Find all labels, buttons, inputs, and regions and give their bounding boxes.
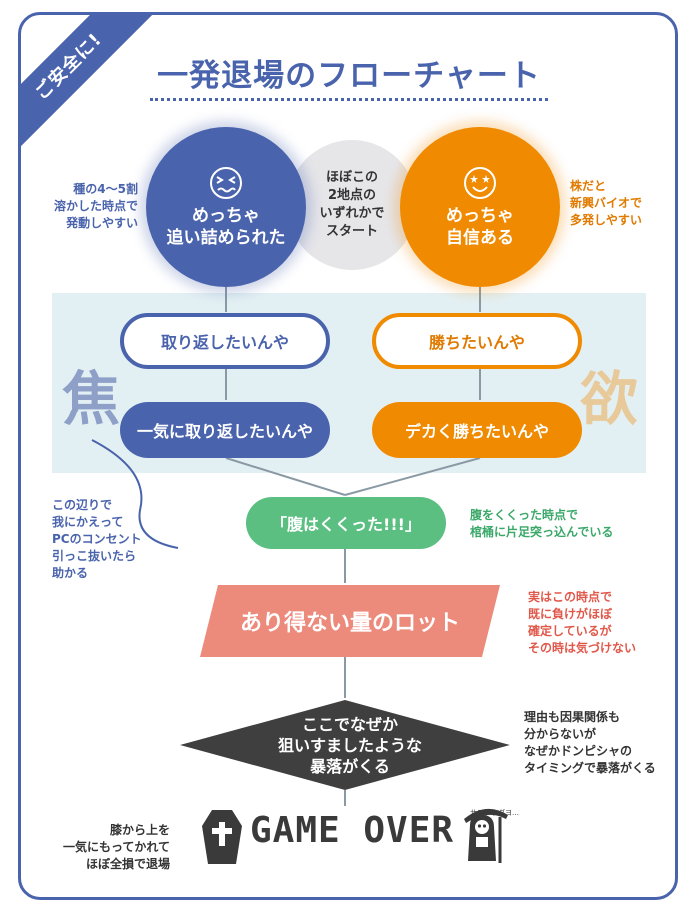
bracket-line (91, 439, 179, 549)
coffin-icon (202, 810, 242, 864)
start-left-label: めっちゃ 追い詰められた (166, 206, 286, 248)
step-red-label: あり得ない量のロット (239, 611, 460, 636)
connector-left-merge (225, 457, 346, 496)
step-green: 「腹はくくった!!!」 (246, 497, 446, 549)
note-red-side: 実はこの時点で 既に負けがほぼ 確定しているが その時は気づけない (528, 590, 637, 655)
start-middle-label: ほぼこの 2地点の いずれかで スタート (319, 170, 385, 239)
note-left-bracket: この辺りで 我にかえって PCのコンセント 引っこ抜いたら 助かる (52, 498, 142, 580)
step-orange-2: デカく勝ちたいんや (372, 402, 582, 458)
game-over-label: GAME OVER (250, 810, 455, 851)
start-left-circle: めっちゃ 追い詰められた (146, 127, 306, 287)
page-title: 一発退場のフローチャート (157, 58, 541, 94)
step-diamond-label: ここでなぜか 狙いすましたような 暴落がくる (277, 714, 422, 776)
stressed-face-icon (210, 167, 242, 199)
title-underline (150, 98, 548, 101)
start-right-label: めっちゃ 自信ある (446, 206, 514, 248)
kanji-left: 焦 (62, 365, 121, 433)
note-diamond-side: 理由も因果関係も 分からないが なぜかドンピシャの タイミングで暴落がくる (524, 710, 656, 775)
step-blue-2: 一気に取り返したいんや (120, 402, 330, 458)
note-right-top: 株だと 新興バイオで 多発しやすい (570, 179, 643, 227)
note-green-side: 腹をくくった時点で 棺桶に片足突っ込んでいる (470, 508, 614, 539)
crash-diamond (180, 700, 510, 790)
start-middle-circle: ほぼこの 2地点の いずれかで スタート (287, 140, 417, 270)
lot-parallelogram (200, 585, 500, 657)
connector-right-merge (344, 457, 481, 496)
step-orange-1: 勝ちたいんや (372, 313, 582, 369)
start-right-circle: めっちゃ 自信ある (400, 127, 560, 287)
note-left-top: 種の4〜5割 溶かした時点で 発動しやすい (53, 182, 138, 230)
star-eyes-face-icon (464, 167, 496, 199)
grim-reaper-icon (464, 808, 508, 863)
kanji-right: 欲 (580, 365, 639, 433)
step-blue-1: 取り返したいんや (120, 313, 330, 369)
note-bottom-left: 膝から上を 一気にもってかれて ほぼ全損で退場 (62, 823, 170, 871)
